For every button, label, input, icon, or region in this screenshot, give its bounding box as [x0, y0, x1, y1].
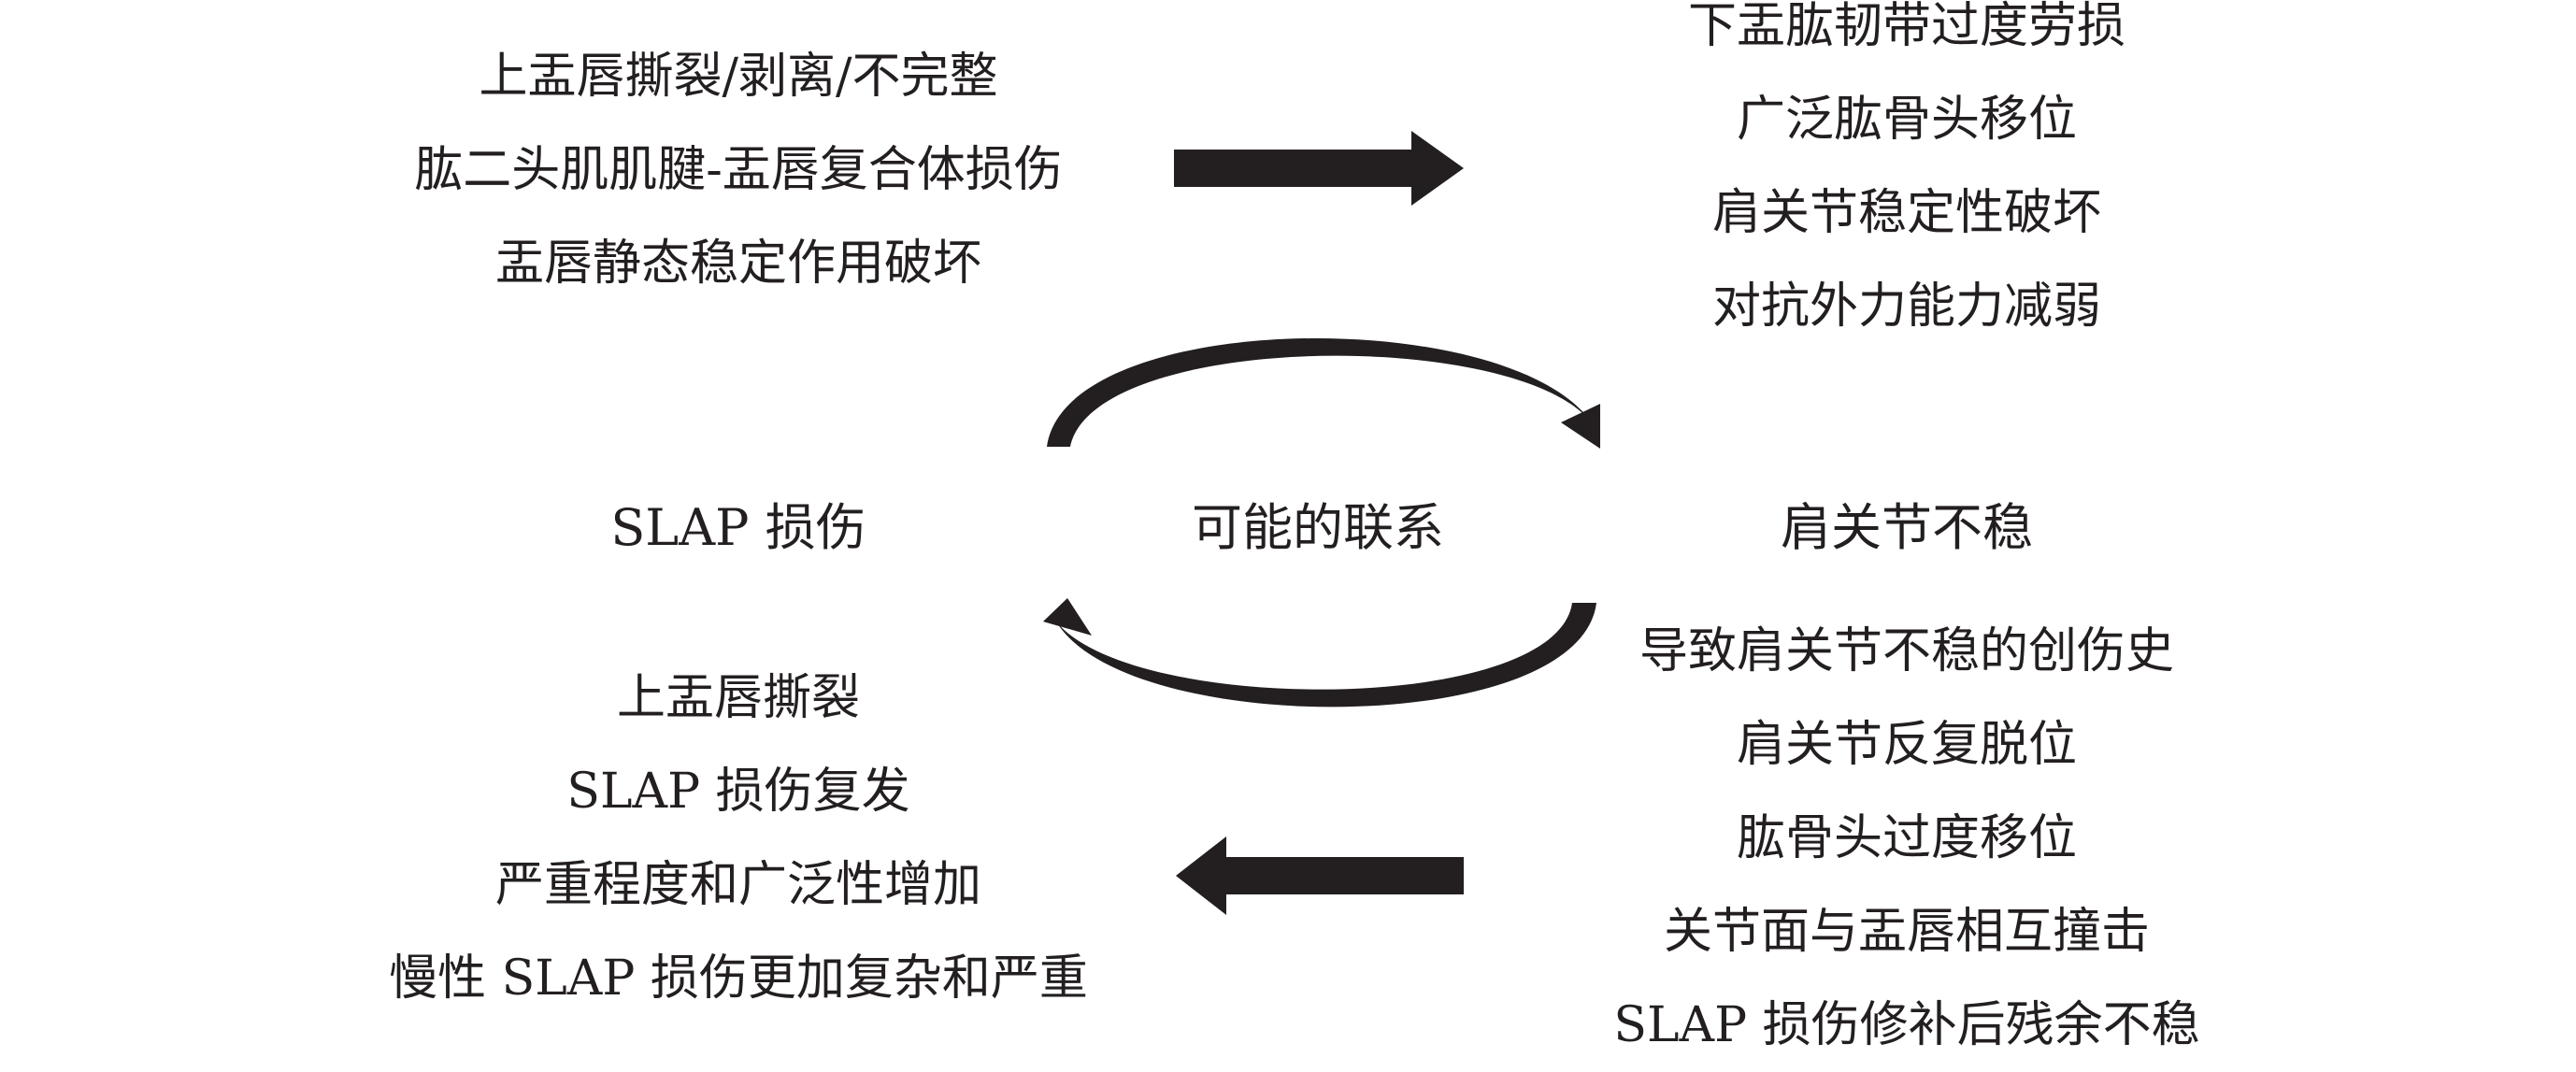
lower-arc-arrow-icon	[1056, 603, 1596, 708]
list-item: 上盂唇撕裂/剥离/不完整	[479, 49, 998, 105]
upper-arc-arrowhead-icon	[1561, 404, 1600, 449]
list-item: 肱骨头过度移位	[1736, 810, 2077, 866]
list-item: 肩关节反复脱位	[1736, 717, 2077, 773]
list-item: SLAP 损伤修补后残余不稳	[1613, 997, 2200, 1053]
right-arrow-icon	[1174, 131, 1464, 206]
lower-arc-arrowhead-icon	[1043, 598, 1092, 636]
link-node: 可能的联系	[1192, 498, 1444, 557]
list-item: 广泛肱骨头移位	[1736, 92, 2077, 148]
list-item: SLAP 损伤复发	[566, 764, 910, 820]
instability-results-list: 下盂肱韧带过度劳损 广泛肱骨头移位 肩关节稳定性破坏 对抗外力能力减弱	[1533, 0, 2281, 353]
list-item: 肩关节稳定性破坏	[1711, 185, 2101, 241]
instability-causes-list: 导致肩关节不稳的创伤史 肩关节反复脱位 肱骨头过度移位 关节面与盂唇相互撞击 S…	[1533, 605, 2281, 1072]
list-item: 导致肩关节不稳的创伤史	[1639, 623, 2174, 679]
list-item: 严重程度和广泛性增加	[494, 857, 981, 913]
list-item: 肱二头肌肌腱-盂唇复合体损伤	[414, 142, 1063, 198]
list-item: 盂唇静态稳定作用破坏	[494, 236, 981, 292]
slap-results-list: 上盂唇撕裂 SLAP 损伤复发 严重程度和广泛性增加 慢性 SLAP 损伤更加复…	[365, 651, 1112, 1025]
upper-arc-arrow-icon	[1047, 337, 1594, 447]
left-arrow-icon	[1176, 836, 1464, 915]
list-item: 关节面与盂唇相互撞击	[1663, 904, 2150, 960]
slap-node: SLAP 损伤	[610, 498, 866, 557]
slap-effects-list: 上盂唇撕裂/剥离/不完整 肱二头肌肌腱-盂唇复合体损伤 盂唇静态稳定作用破坏	[365, 30, 1112, 310]
list-item: 对抗外力能力减弱	[1711, 279, 2101, 335]
list-item: 慢性 SLAP 损伤更加复杂和严重	[389, 951, 1088, 1007]
list-item: 下盂肱韧带过度劳损	[1687, 0, 2125, 54]
list-item: 上盂唇撕裂	[616, 670, 860, 726]
instability-node: 肩关节不稳	[1781, 498, 2033, 557]
